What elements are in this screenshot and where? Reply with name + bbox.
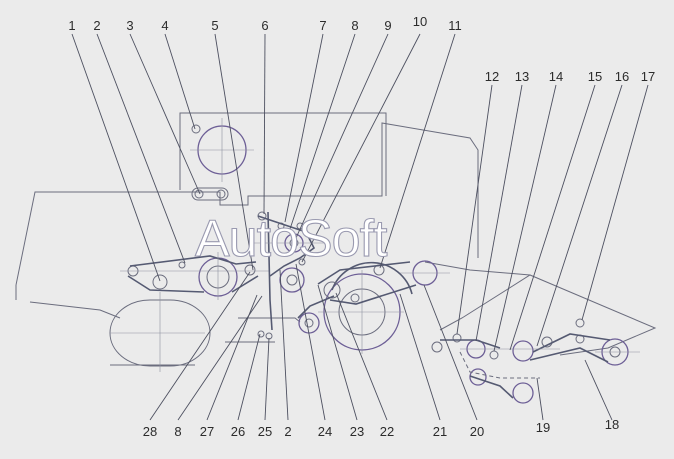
lower-idlers: [257, 295, 335, 340]
callout-5: 5: [211, 18, 218, 33]
callout-4: 4: [161, 18, 168, 33]
callout-1: 1: [68, 18, 75, 33]
callout-20: 20: [470, 424, 484, 439]
leader-lines: [71, 33, 649, 421]
callout-21: 21: [433, 424, 447, 439]
callout-13: 13: [515, 69, 529, 84]
upper-engine-pulley: [190, 118, 254, 182]
callout-2: 2: [93, 18, 100, 33]
small-pulley-pair: [191, 187, 229, 201]
callout-17: 17: [641, 69, 655, 84]
callouts-top: 1 2 3 4 5 6 7 8 9 10 11 12 13 14 15 16 1…: [68, 14, 655, 84]
central-tensioner: [254, 211, 330, 331]
callout-8: 8: [351, 18, 358, 33]
left-belt-drive: [120, 252, 270, 300]
callout-11: 11: [448, 18, 462, 33]
callout-10: 10: [413, 14, 427, 29]
callout-25: 25: [258, 424, 272, 439]
header-drive: [431, 318, 640, 404]
callout-24: 24: [318, 424, 332, 439]
machine-body-outline: [15, 112, 657, 366]
front-wheel: [109, 292, 211, 372]
callout-27: 27: [200, 424, 214, 439]
callout-28: 28: [143, 424, 157, 439]
callout-12: 12: [485, 69, 499, 84]
callout-9: 9: [384, 18, 391, 33]
callout-23: 23: [350, 424, 364, 439]
callout-7: 7: [319, 18, 326, 33]
callout-6: 6: [261, 18, 268, 33]
callout-2-b: 2: [284, 424, 291, 439]
callout-19: 19: [536, 420, 550, 435]
callout-15: 15: [588, 69, 602, 84]
callouts-bottom: 28 8 27 26 25 2 24 23 22 21 20 19 18: [143, 417, 619, 439]
threshing-drum: [318, 261, 413, 354]
callout-18: 18: [605, 417, 619, 432]
callout-14: 14: [549, 69, 563, 84]
callout-22: 22: [380, 424, 394, 439]
feeder-belt: [317, 260, 450, 305]
callout-16: 16: [615, 69, 629, 84]
watermark-text: AutoSoft: [195, 210, 388, 268]
callout-3: 3: [126, 18, 133, 33]
callout-26: 26: [231, 424, 245, 439]
callout-8-b: 8: [174, 424, 181, 439]
